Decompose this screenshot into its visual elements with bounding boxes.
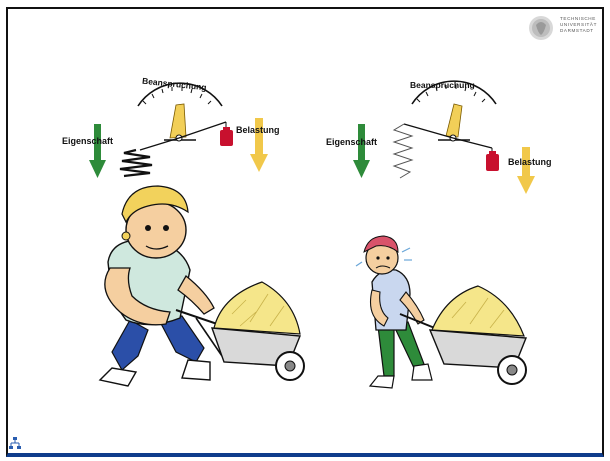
strong-man-with-wheelbarrow (100, 186, 214, 386)
right-load-arrow (517, 147, 535, 194)
left-spring (120, 150, 152, 176)
right-spring (394, 124, 412, 178)
right-property-arrow (353, 124, 370, 178)
weak-man-with-wheelbarrow (356, 236, 432, 388)
right-property-label: Eigenschaft (326, 137, 377, 147)
left-load-label: Belastung (236, 125, 280, 135)
left-property-arrow (89, 124, 106, 178)
sitemap-icon[interactable] (9, 437, 21, 451)
left-property-label: Eigenschaft (62, 136, 113, 146)
right-gauge-label: Beanspruchung (410, 80, 475, 90)
right-gauge (404, 81, 496, 148)
right-weight (486, 148, 499, 171)
right-load-label: Belastung (508, 157, 552, 167)
left-gauge (138, 83, 226, 150)
left-weight (220, 122, 233, 146)
